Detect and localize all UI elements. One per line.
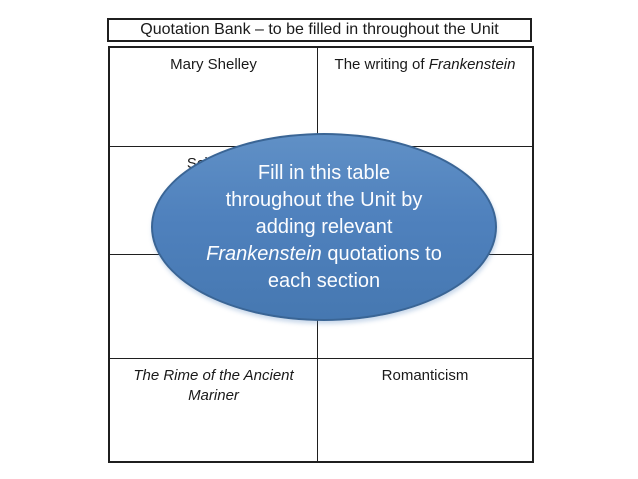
- quotation-bank-title-box: Quotation Bank – to be filled in through…: [107, 18, 532, 42]
- cell-label-writing-of-frankenstein: The writing of Frankenstein: [334, 56, 516, 73]
- cell-label-rime-of-the-ancient-mariner: The Rime of the Ancient Mariner: [133, 367, 294, 404]
- cell-romanticism: Romanticism: [318, 359, 532, 461]
- cell-blank-right: [318, 255, 532, 359]
- callout-line: each section: [267, 269, 381, 292]
- quotation-bank-title-label: Quotation Bank – to be filled in through…: [140, 21, 499, 38]
- cell-label-romanticism: Romanticism: [381, 367, 469, 384]
- cell-mary-shelley: Mary Shelley: [110, 48, 318, 147]
- callout-line: Fill in this table: [257, 161, 391, 184]
- callout-line: throughout the Unit by: [225, 188, 423, 211]
- callout-line: adding relevant: [255, 215, 393, 238]
- cell-writing-of-frankenstein: The writing of Frankenstein: [318, 48, 532, 147]
- cell-rime-of-the-ancient-mariner: The Rime of the Ancient Mariner: [110, 359, 318, 461]
- callout-ellipse: Fill in this table throughout the Unit b…: [151, 133, 497, 321]
- callout-line: Frankenstein quotations to: [206, 242, 442, 265]
- cell-label-mary-shelley: Mary Shelley: [170, 56, 257, 73]
